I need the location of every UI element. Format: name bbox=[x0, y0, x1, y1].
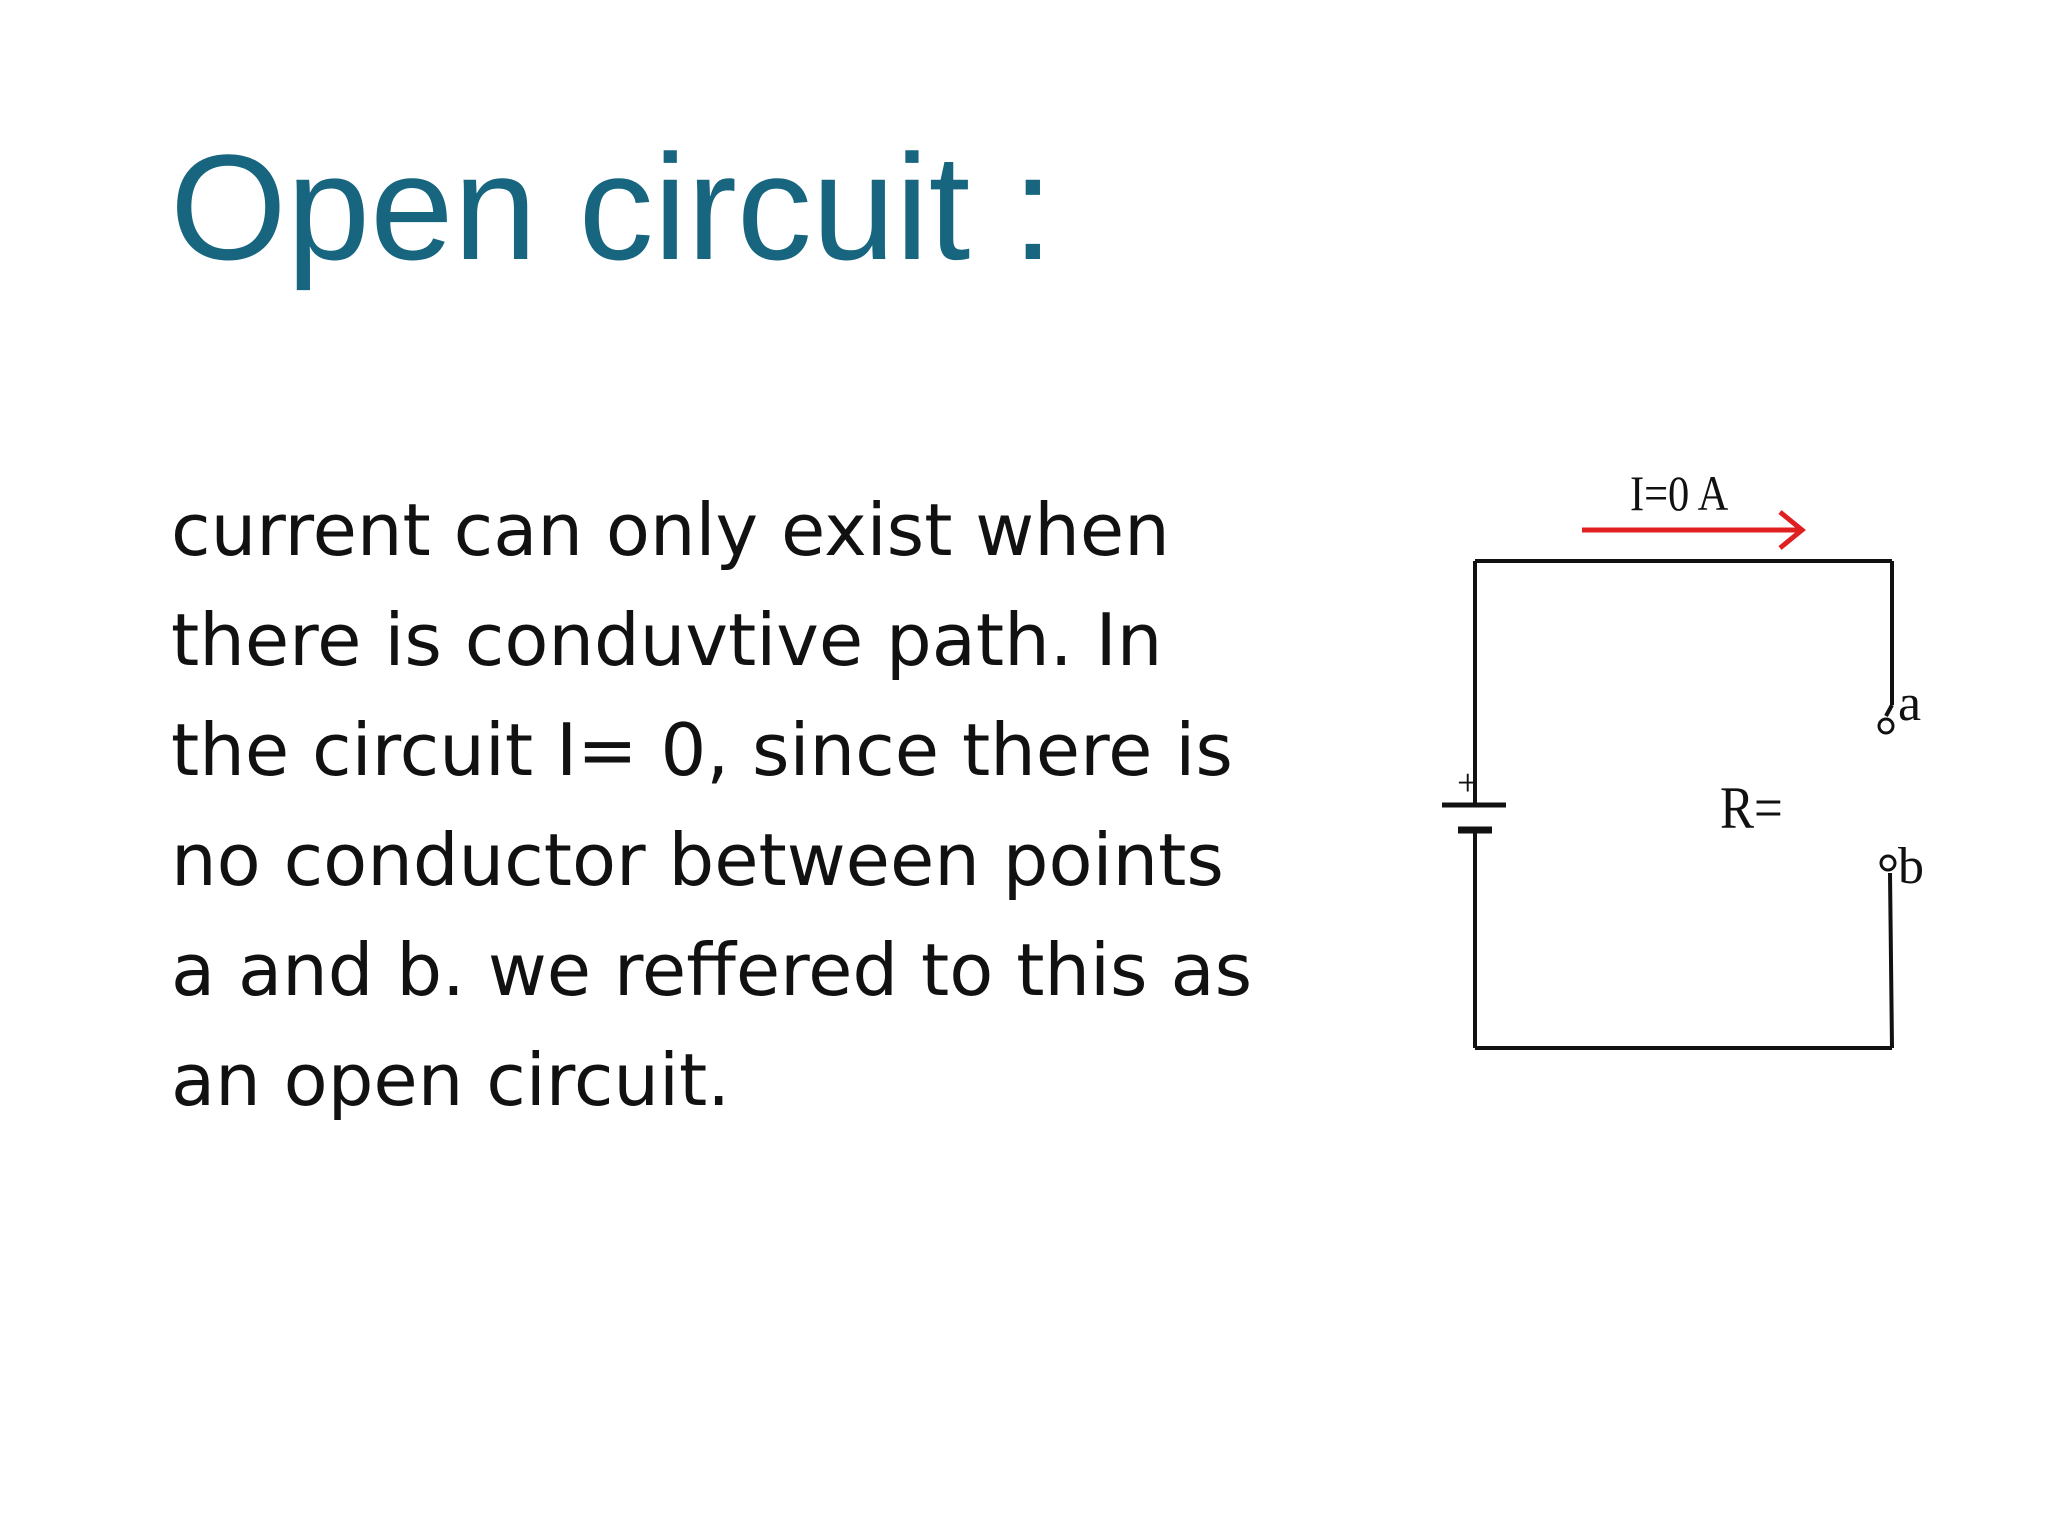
body-line: no conductor between points bbox=[171, 818, 1224, 902]
terminal-b-label: b bbox=[1898, 838, 1924, 895]
body-line: an open circuit. bbox=[171, 1038, 731, 1122]
current-label: I=0 A bbox=[1630, 467, 1729, 522]
resistance-label: R= bbox=[1720, 775, 1783, 842]
slide-title: Open circuit : bbox=[170, 123, 1054, 291]
body-line: there is conduvtive path. In bbox=[171, 598, 1163, 682]
body-line: the circuit I= 0, since there is bbox=[171, 708, 1233, 792]
terminal-node-icon bbox=[1877, 717, 1895, 735]
battery-plus-label: + bbox=[1457, 762, 1478, 804]
body-line: current can only exist when bbox=[171, 488, 1170, 572]
terminal-node-icon bbox=[1879, 854, 1897, 872]
open-circuit-diagram: I=0 A + R= bbox=[1442, 467, 1924, 1050]
current-arrow-icon bbox=[1582, 510, 1806, 550]
circuit-wires bbox=[1473, 559, 1894, 1050]
terminal-a-label: a bbox=[1898, 675, 1921, 732]
battery-icon bbox=[1442, 802, 1506, 834]
body-text: current can only exist when there is con… bbox=[171, 475, 1321, 1135]
body-line: a and b. we reffered to this as bbox=[171, 928, 1253, 1012]
